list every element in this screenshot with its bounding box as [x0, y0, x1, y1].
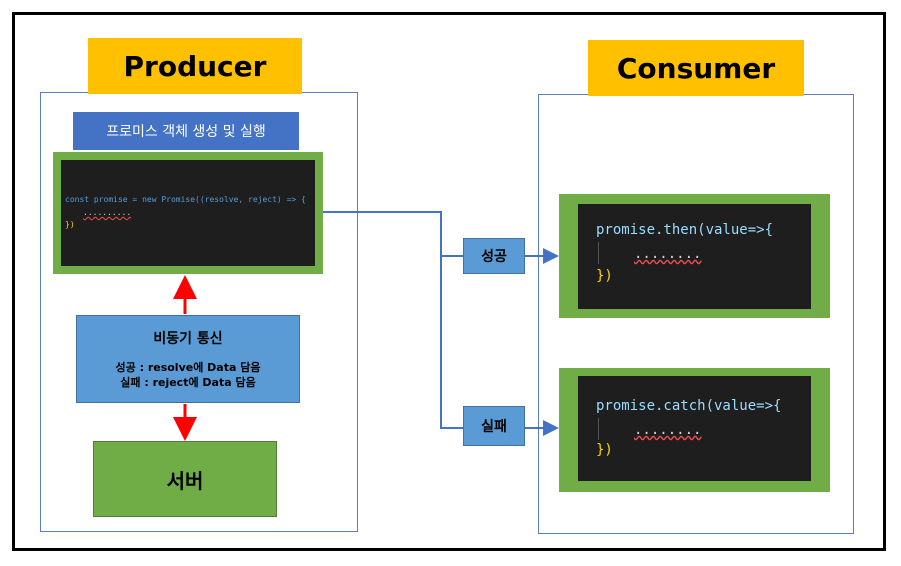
then-code-line-1: promise.then(value=>{	[596, 222, 774, 238]
catch-code-block: promise.catch(value=>{ ........ })	[578, 376, 811, 481]
server-box: 서버	[93, 441, 277, 517]
consumer-title: Consumer	[588, 40, 804, 96]
async-success-text: 성공 : resolve에 Data 담음	[115, 361, 261, 374]
producer-title: Producer	[88, 38, 302, 94]
promise-creation-header: 프로미스 객체 생성 및 실행	[73, 112, 299, 150]
catch-code-line-3: })	[596, 442, 613, 458]
code-line-3: })	[65, 220, 75, 229]
async-fail-text: 실패 : reject에 Data 담음	[120, 376, 256, 389]
producer-code-block: const promise = new Promise((resolve, re…	[61, 160, 315, 266]
then-code-line-3: })	[596, 268, 613, 284]
code-line-1: const promise = new Promise((resolve, re…	[65, 195, 306, 204]
catch-code-line-2: ........	[634, 422, 702, 438]
async-title: 비동기 통신	[153, 331, 223, 347]
catch-code-line-1: promise.catch(value=>{	[596, 398, 782, 414]
success-label: 성공	[463, 238, 525, 274]
code-line-2: ..........	[83, 208, 132, 217]
fail-label: 실패	[463, 406, 525, 446]
async-communication-box: 비동기 통신 성공 : resolve에 Data 담음 실패 : reject…	[76, 315, 300, 403]
then-code-line-2: ........	[634, 246, 702, 262]
then-code-block: promise.then(value=>{ ........ })	[578, 204, 811, 309]
connector-to-branch	[323, 211, 463, 429]
